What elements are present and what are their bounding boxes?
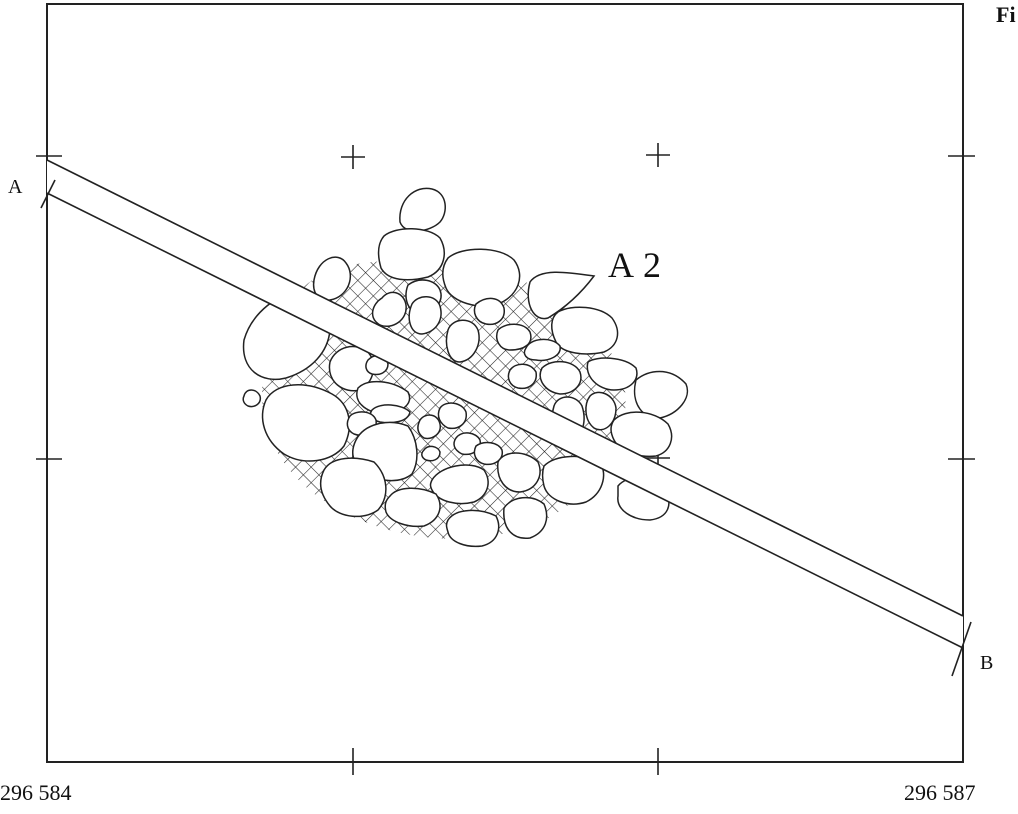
coordinate-left-label: 296 584 [0, 780, 72, 805]
section-end-label: B [980, 652, 994, 674]
figure-label: Fi [996, 2, 1016, 27]
section-strip [40, 159, 972, 677]
stones [242, 187, 689, 548]
section-end-tick-b [951, 621, 972, 677]
map-frame [46, 3, 964, 763]
grid-ticks [36, 155, 975, 775]
coordinate-right-label: 296 587 [904, 780, 976, 805]
section-end-tick-a [40, 179, 56, 209]
feature-label: A 2 [608, 245, 663, 285]
section-start-label: A [8, 176, 23, 198]
